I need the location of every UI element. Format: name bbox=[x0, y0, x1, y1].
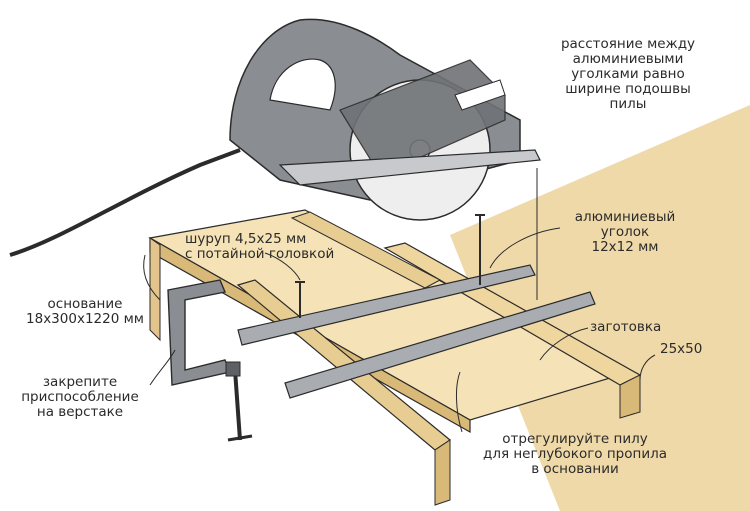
workpiece-label: заготовка bbox=[590, 319, 662, 335]
leader-line bbox=[143, 254, 161, 301]
saw-base-distance-label: расстояние между алюминиевыми уголками р… bbox=[560, 36, 696, 112]
leader-line bbox=[489, 227, 561, 269]
leader-line bbox=[539, 327, 589, 361]
board-size-label: 25x50 bbox=[660, 341, 703, 357]
guide-board-rear bbox=[290, 211, 442, 289]
screw-label: шуруп 4,5x25 мм с потайной головкой bbox=[185, 231, 335, 262]
leader-line bbox=[639, 354, 656, 381]
aluminum-angle-front bbox=[284, 291, 596, 399]
workbench-surface bbox=[450, 105, 750, 511]
leader-line bbox=[149, 349, 176, 386]
clamp-icon bbox=[167, 279, 253, 442]
aluminum-angle-rear bbox=[237, 264, 536, 346]
workpiece-board-side bbox=[619, 374, 641, 419]
clamp-instruction-label: закрепите приспособление на верстаке bbox=[21, 374, 139, 420]
guide-board-front-side bbox=[434, 439, 451, 506]
leader-line bbox=[264, 252, 301, 281]
screw-icon bbox=[475, 214, 485, 285]
screw-icon bbox=[295, 281, 305, 318]
circular-saw-icon bbox=[9, 18, 541, 257]
aluminum-angle-label: алюминиевый уголок 12x12 мм bbox=[574, 209, 676, 255]
saw-depth-label: отрегулируйте пилу для неглубокого пропи… bbox=[482, 431, 668, 477]
base-board-side bbox=[149, 237, 161, 342]
leader-line bbox=[456, 371, 463, 433]
base-label: основание 18x300x1220 мм bbox=[26, 296, 144, 327]
